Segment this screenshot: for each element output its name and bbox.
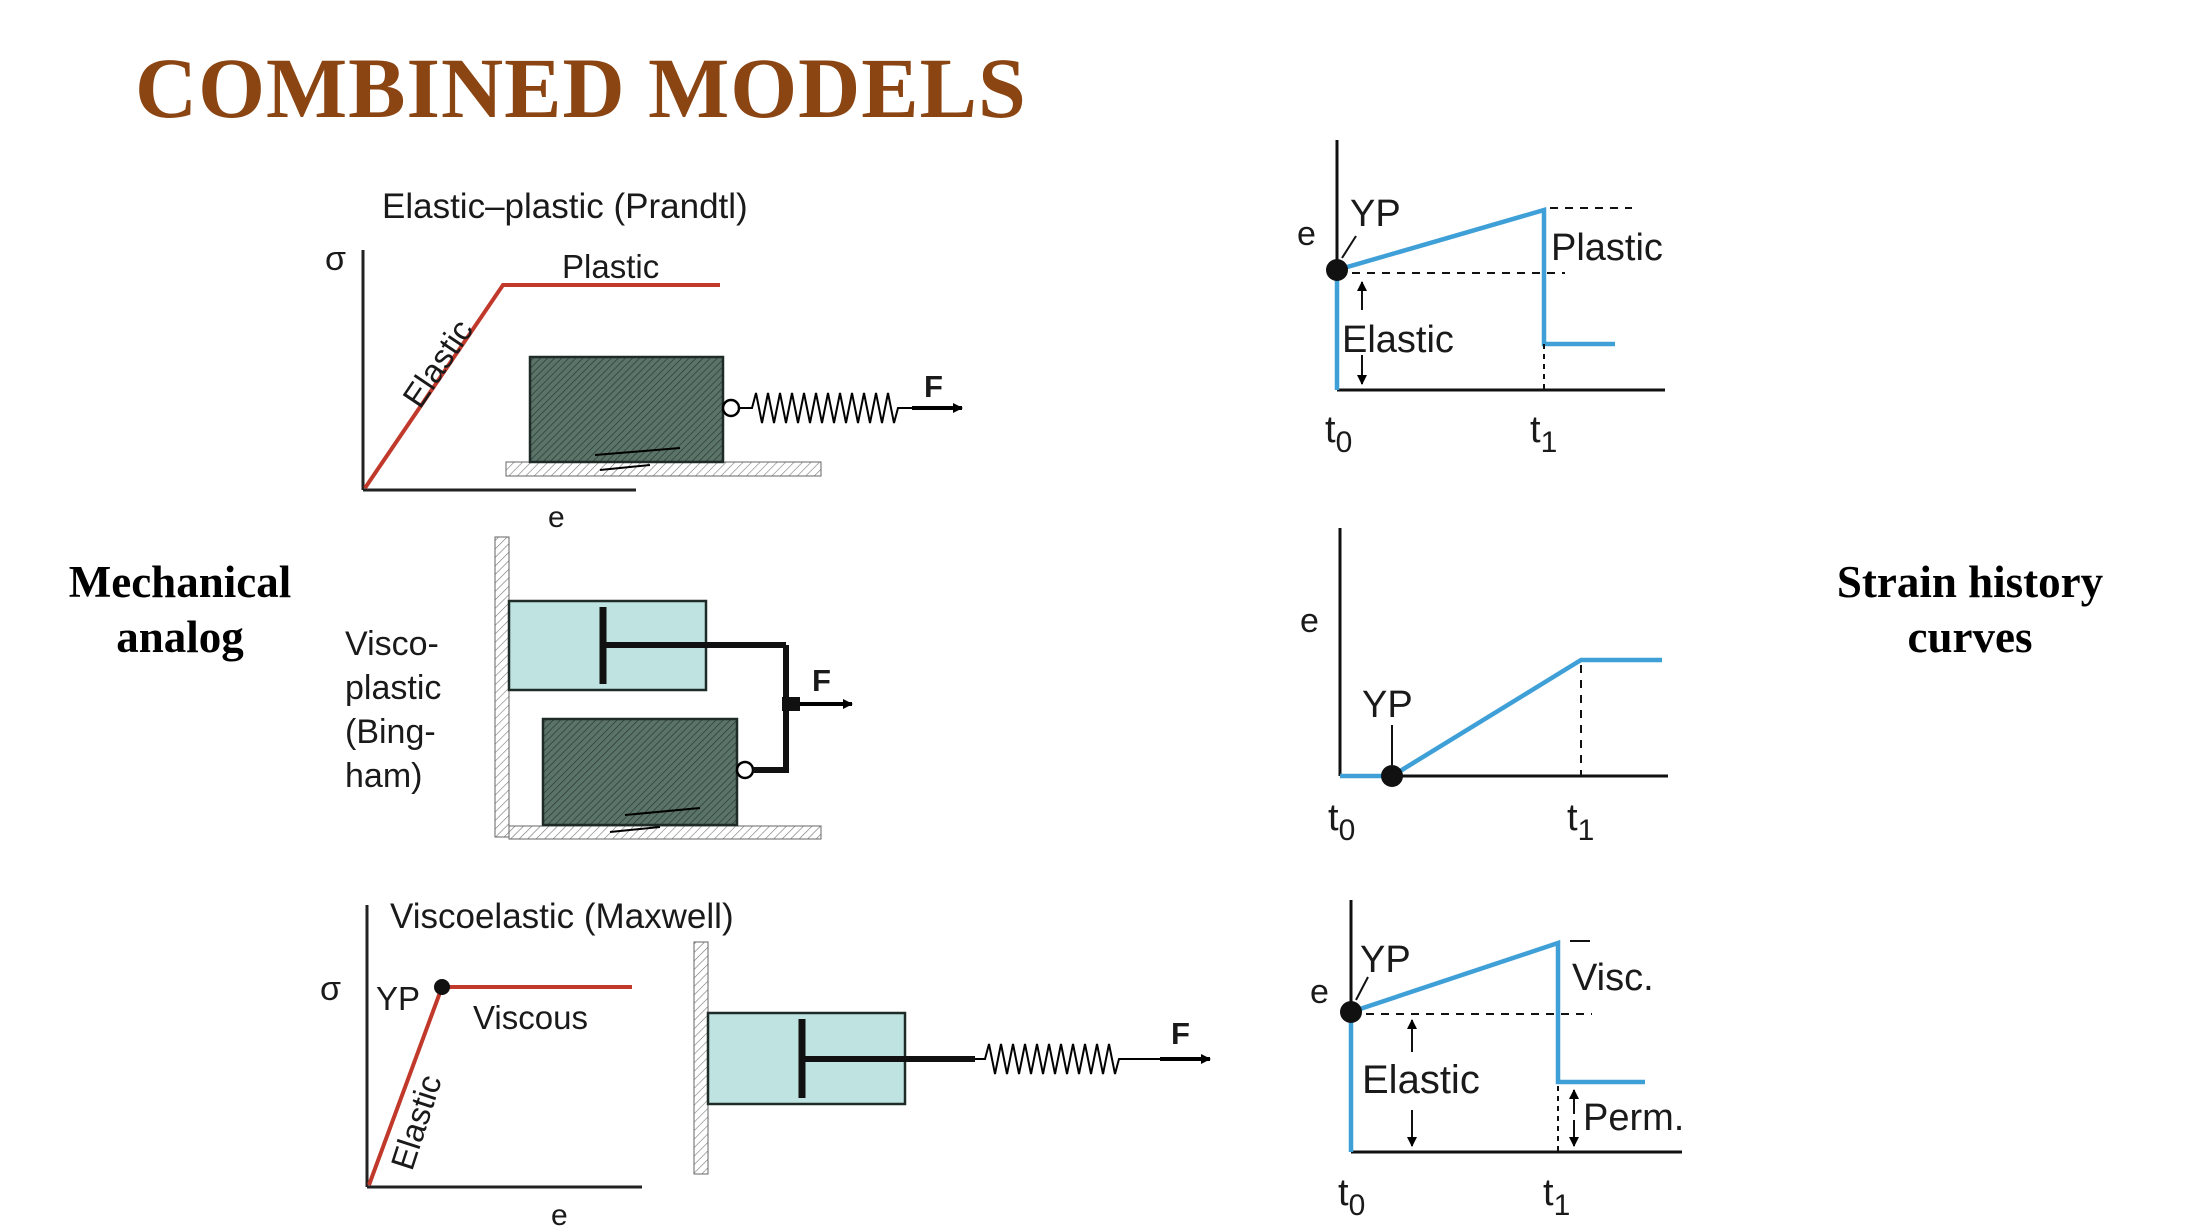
strain-bot-curve [1348,939,1645,1152]
strain-top-t0-label: t0 [1325,409,1352,459]
strain-top-t1-label: t1 [1530,409,1557,459]
strain-top-plastic-label: Plastic [1551,227,1663,269]
prandtl-plastic-label: Plastic [562,248,659,285]
prandtl-model: Elastic–plastic (Prandtl) σ e Elastic Pl… [325,187,963,534]
maxwell-wall [693,941,709,1175]
left-label-line-2: analog [116,612,244,662]
prandtl-friction-arrow-left [599,464,651,471]
strain-top-yp-leader [1341,235,1357,259]
strain-mid-t1-label: t1 [1567,797,1594,847]
prandtl-friction-block [528,355,725,464]
maxwell-model: Viscoelastic (Maxwell) σ e YP Elastic Vi… [320,897,1211,1230]
strain-top-yield-point [1326,259,1348,281]
strain-mid-curve [1340,657,1662,779]
mechanical-analog-label: Mechanical analog [55,555,305,665]
right-label-line-2: curves [1907,612,2033,662]
strain-mid-e-label: e [1300,602,1319,640]
prandtl-ground [505,461,822,477]
strain-bot-yp-label: YP [1360,939,1411,981]
maxwell-title: Viscoelastic (Maxwell) [390,897,734,936]
bingham-label-line-3: (Bing- [345,713,436,751]
prandtl-title: Elastic–plastic (Prandtl) [382,187,748,226]
right-label-line-1: Strain history [1836,557,2104,607]
strain-bot-t1-label: t1 [1543,1172,1570,1222]
bingham-hinge [735,760,755,780]
bingham-connector [753,645,789,773]
bingham-label-line-1: Visco- [345,625,439,663]
bingham-friction-block [541,717,739,827]
prandtl-elastic-label: Elastic [395,313,480,414]
strain-history-label: Strain history curves [1820,555,2120,665]
strain-bot-t0-label: t0 [1338,1172,1365,1222]
strain-top-elastic-label: Elastic [1342,319,1454,361]
maxwell-yield-point [434,979,450,995]
slide-title: COMBINED MODELS [135,40,1027,136]
strain-bot-e-label: e [1310,973,1329,1011]
bingham-model: Visco- plastic (Bing- ham) F [345,536,853,840]
strain-bot-yp-leader [1355,976,1369,1001]
prandtl-e-label: e [548,501,565,534]
bingham-wall [494,536,510,838]
maxwell-sigma-label: σ [320,970,341,1008]
bingham-label-line-4: ham) [345,757,422,795]
bingham-joint [782,697,800,711]
prandtl-stress-curve [363,283,720,490]
strain-bot-visc-label: Visc. [1572,957,1654,999]
strain-top-e-label: e [1297,215,1316,253]
bingham-label: Visco- plastic (Bing- ham) [345,625,441,795]
bingham-force-label: F [812,663,831,698]
maxwell-e-label: e [551,1199,568,1230]
prandtl-force-label: F [924,369,943,404]
prandtl-friction-arrow-right [594,447,681,456]
strain-top-yp-label: YP [1350,193,1401,235]
left-label-line-1: Mechanical [68,557,292,607]
strain-bot-perm-label: Perm. [1583,1097,1684,1139]
maxwell-viscous-label: Viscous [473,999,588,1036]
strain-curve-middle: e YP t0 t1 [1300,528,1668,847]
prandtl-hinge [721,398,741,418]
strain-mid-yp-label: YP [1362,684,1413,726]
maxwell-yp-label: YP [376,980,420,1017]
prandtl-spring [739,392,912,424]
strain-bot-elastic-label: Elastic [1362,1058,1480,1102]
bingham-label-line-2: plastic [345,669,441,707]
bingham-friction-arrow-right [624,807,701,816]
strain-curve-top: e YP Plastic Elastic t0 t1 [1297,140,1665,459]
strain-curve-bottom: e YP Visc. Elastic Perm. t0 t1 [1310,900,1684,1222]
strain-mid-t0-label: t0 [1328,797,1355,847]
maxwell-spring [975,1043,1160,1075]
strain-top-curve [1334,207,1615,390]
strain-mid-yield-point [1381,765,1403,787]
prandtl-sigma-label: σ [325,240,346,278]
bingham-friction-arrow-left [609,826,661,833]
bingham-ground [508,825,822,840]
maxwell-force-label: F [1171,1016,1190,1051]
strain-bot-yield-point [1340,1001,1362,1023]
